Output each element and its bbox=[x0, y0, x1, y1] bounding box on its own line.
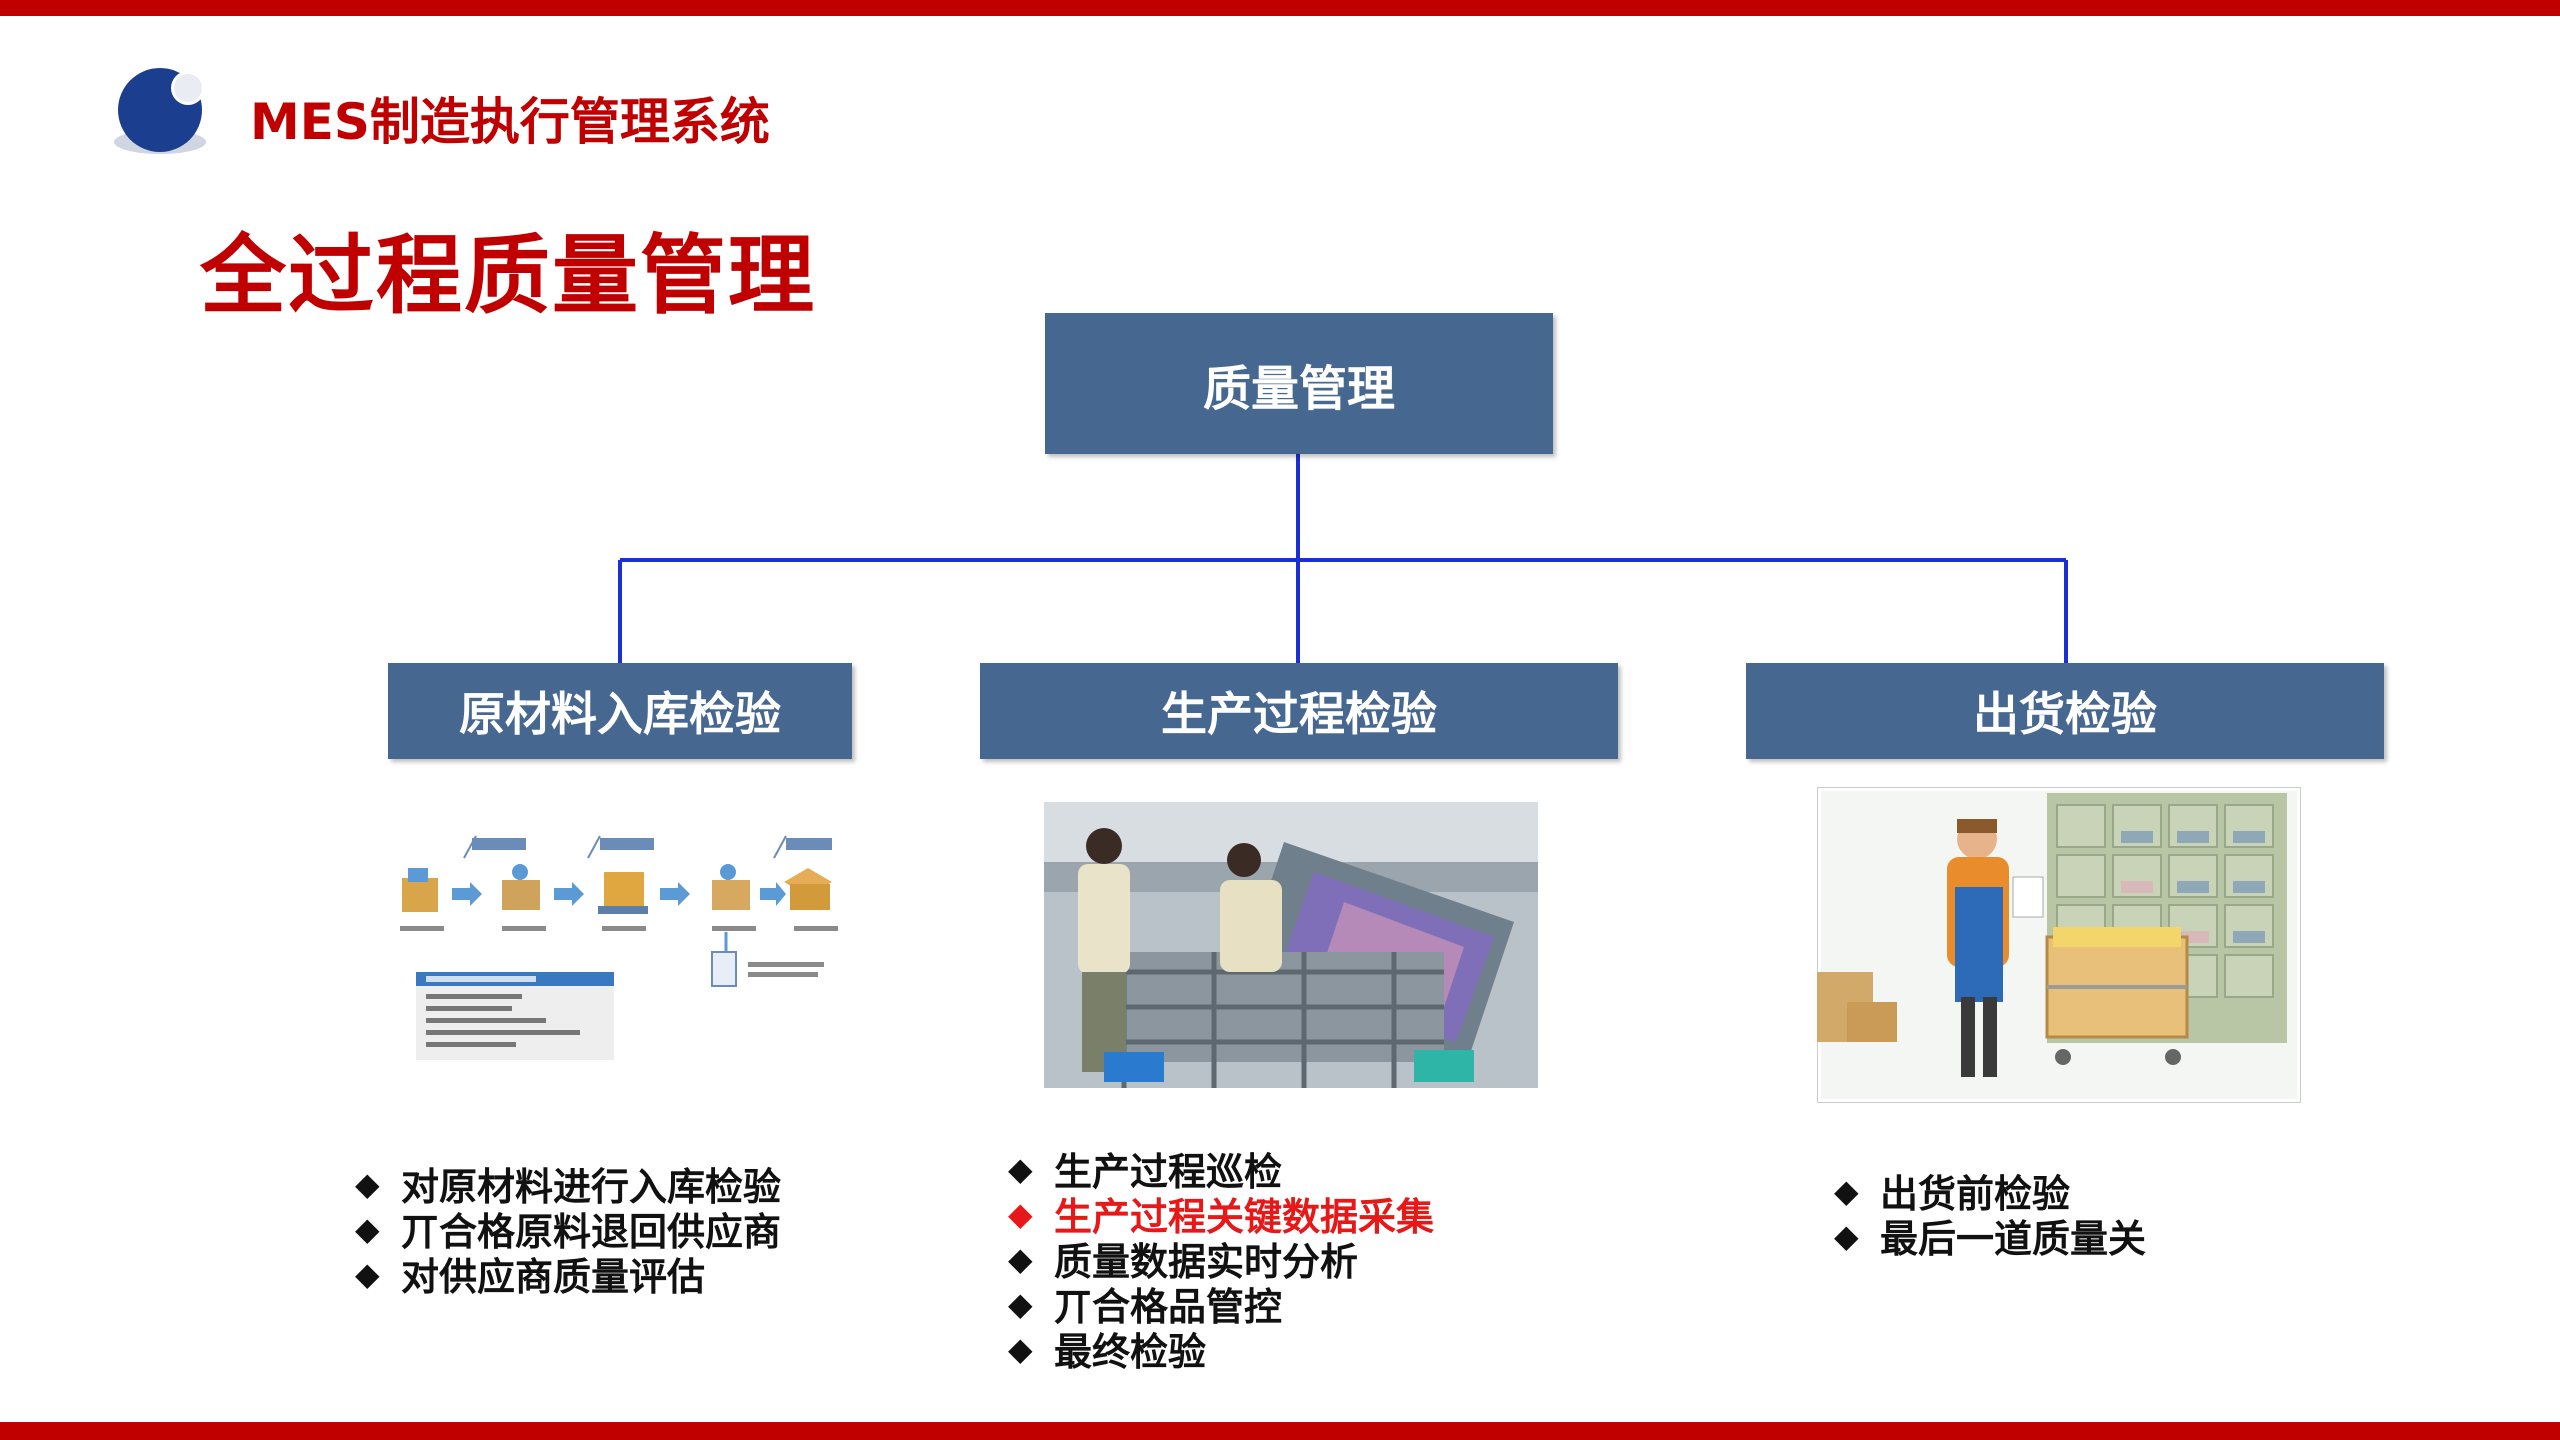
logo-icon bbox=[114, 68, 206, 154]
diamond-bullet-icon: ◆ bbox=[1008, 1149, 1033, 1188]
diamond-bullet-icon: ◆ bbox=[355, 1254, 380, 1293]
root-node-label: 质量管理 bbox=[1202, 360, 1395, 417]
list-item-highlighted: ◆ 生产过程关键数据采集 bbox=[1008, 1191, 1434, 1240]
node-label: 出货检验 bbox=[1973, 687, 2157, 741]
list-item: ◆ 丌合格原料退回供应商 bbox=[355, 1206, 781, 1255]
list-item: ◆ 丌合格品管控 bbox=[1008, 1281, 1434, 1330]
diamond-bullet-icon: ◆ bbox=[1834, 1171, 1859, 1210]
list-item: ◆ 最后一道质量关 bbox=[1834, 1213, 2146, 1262]
bullet-list-shipping: ◆ 出货前检验 ◆ 最后一道质量关 bbox=[1834, 1168, 2146, 1262]
node-production-process-inspection: 生产过程检验 bbox=[980, 663, 1618, 759]
material-inspection-flow-diagram bbox=[390, 822, 866, 1062]
bullet-list-production-process: ◆ 生产过程巡检 ◆ 生产过程关键数据采集 ◆ 质量数据实时分析 ◆ 丌合格品管控 ◆ 最… bbox=[1008, 1146, 1434, 1375]
diamond-bullet-icon: ◆ bbox=[1834, 1216, 1859, 1255]
bullet-text: 丌合格原料退回供应商 bbox=[401, 1210, 782, 1254]
list-item: ◆ 质量数据实时分析 bbox=[1008, 1236, 1434, 1285]
diamond-bullet-icon: ◆ bbox=[355, 1209, 380, 1248]
list-item: ◆ 对供应商质量评估 bbox=[355, 1251, 781, 1300]
bullet-text: 质量数据实时分析 bbox=[1054, 1240, 1359, 1284]
node-raw-material-inspection: 原材料入库检验 bbox=[388, 663, 852, 759]
bullet-text: 丌合格品管控 bbox=[1054, 1285, 1283, 1329]
warehouse-worker-illustration bbox=[1817, 787, 2301, 1103]
bullet-list-raw-material: ◆ 对原材料进行入库检验 ◆ 丌合格原料退回供应商 ◆ 对供应商质量评估 bbox=[355, 1161, 781, 1300]
node-label: 原材料入库检验 bbox=[459, 687, 781, 741]
root-node-quality-management: 质量管理 bbox=[1045, 313, 1553, 454]
bullet-text: 对原材料进行入库检验 bbox=[401, 1165, 782, 1209]
bullet-text: 最后一道质量关 bbox=[1880, 1217, 2147, 1261]
node-label: 生产过程检验 bbox=[1161, 687, 1437, 741]
diamond-bullet-icon: ◆ bbox=[1008, 1329, 1033, 1368]
top-accent-bar bbox=[0, 0, 2560, 16]
diamond-bullet-icon: ◆ bbox=[1008, 1284, 1033, 1323]
bullet-text: 生产过程关键数据采集 bbox=[1054, 1195, 1435, 1239]
bullet-text: 最终检验 bbox=[1054, 1330, 1207, 1374]
list-item: ◆ 最终检验 bbox=[1008, 1326, 1434, 1375]
diamond-bullet-icon: ◆ bbox=[355, 1164, 380, 1203]
bullet-text: 对供应商质量评估 bbox=[401, 1255, 706, 1299]
brand-title: MES制造执行管理系统 bbox=[250, 93, 770, 151]
diamond-bullet-icon: ◆ bbox=[1008, 1194, 1033, 1233]
factory-workers-photo bbox=[1044, 802, 1538, 1088]
diamond-bullet-icon: ◆ bbox=[1008, 1239, 1033, 1278]
bullet-text: 出货前检验 bbox=[1880, 1172, 2071, 1216]
list-item: ◆ 出货前检验 bbox=[1834, 1168, 2146, 1217]
list-item: ◆ 生产过程巡检 bbox=[1008, 1146, 1434, 1195]
list-item: ◆ 对原材料进行入库检验 bbox=[355, 1161, 781, 1210]
bottom-accent-bar bbox=[0, 1422, 2560, 1440]
node-shipping-inspection: 出货检验 bbox=[1746, 663, 2384, 759]
page-title: 全过程质量管理 bbox=[200, 226, 816, 326]
bullet-text: 生产过程巡检 bbox=[1054, 1150, 1283, 1194]
